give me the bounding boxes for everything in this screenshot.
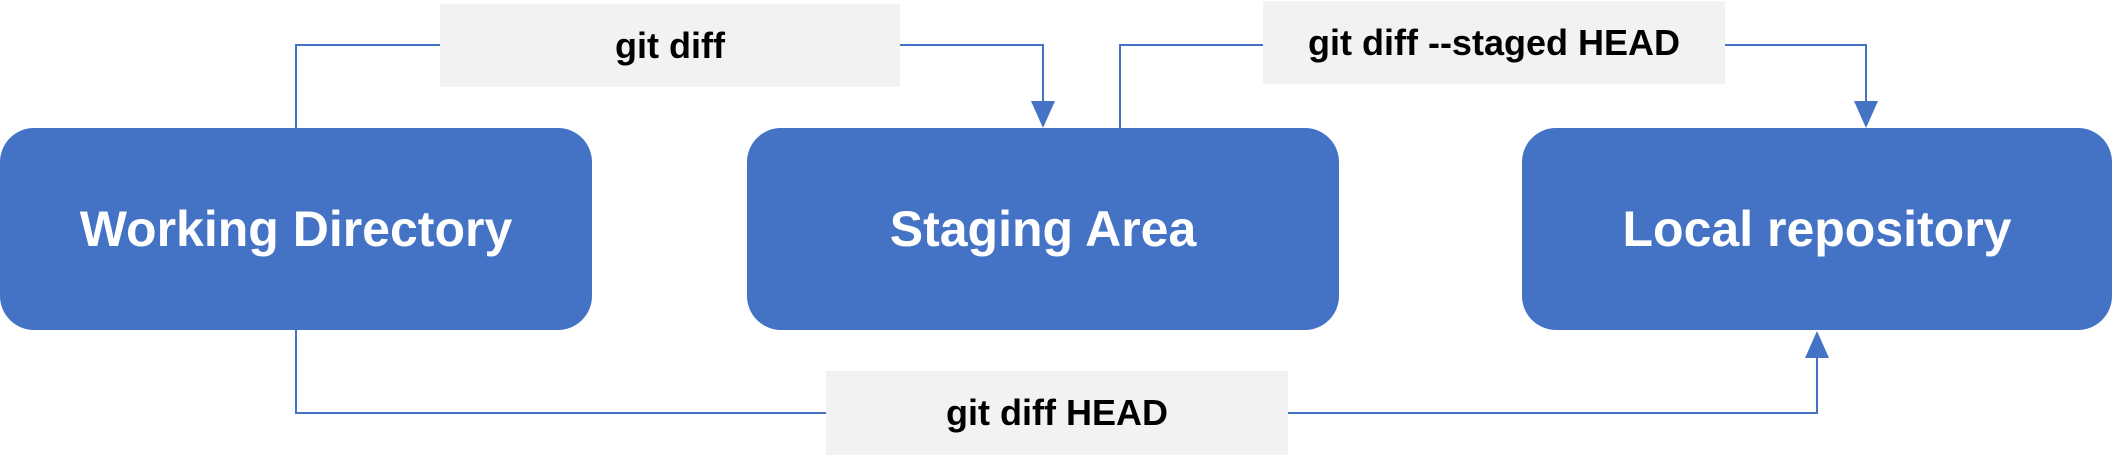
edge-label-git-diff-staged-head: git diff --staged HEAD — [1263, 1, 1725, 84]
arrowhead-local-top — [1854, 101, 1878, 128]
node-local-repository: Local repository — [1522, 128, 2112, 330]
node-staging-area: Staging Area — [747, 128, 1339, 330]
arrowhead-staging-top — [1031, 101, 1055, 128]
edge-label-git-diff-staged-head-text: git diff --staged HEAD — [1308, 21, 1680, 63]
node-local-repository-label: Local repository — [1622, 201, 2012, 257]
node-working-directory-label: Working Directory — [79, 201, 513, 257]
node-staging-area-label: Staging Area — [889, 201, 1197, 257]
edge-label-git-diff-text: git diff — [615, 24, 725, 66]
edge-label-git-diff: git diff — [440, 4, 900, 87]
edge-label-git-diff-head-text: git diff HEAD — [946, 392, 1168, 433]
edge-label-git-diff-head: git diff HEAD — [826, 371, 1288, 455]
arrowhead-local-bottom — [1805, 331, 1829, 358]
node-working-directory: Working Directory — [0, 128, 592, 330]
